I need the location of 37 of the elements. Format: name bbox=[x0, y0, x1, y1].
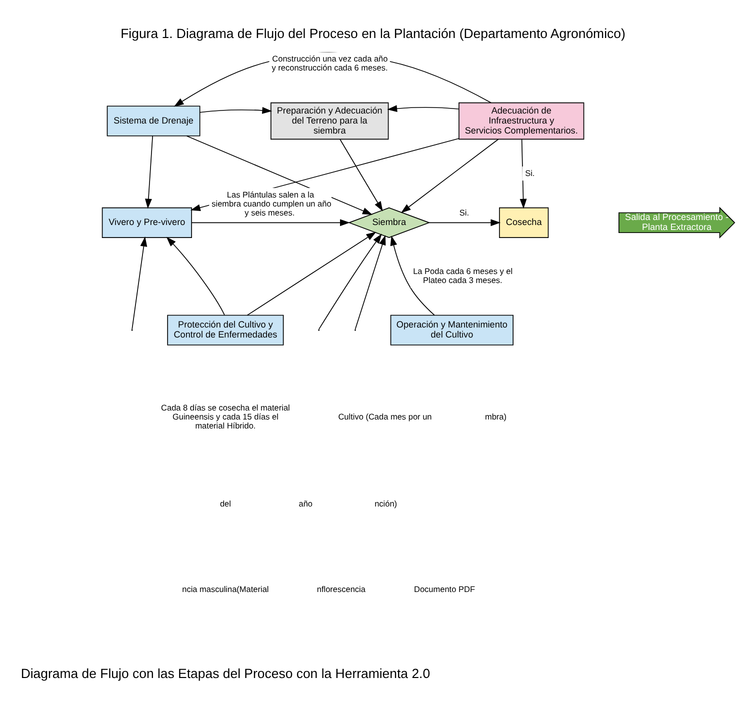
edge-label: Construcción una vez cada año y reconstrucción cada 6 meses. bbox=[272, 54, 388, 72]
edge-label: La Poda cada 6 meses y el Plateo cada 3 meses. bbox=[413, 266, 513, 285]
arrow bbox=[166, 236, 225, 315]
arrow bbox=[191, 218, 350, 226]
arrow bbox=[387, 104, 460, 112]
label: Cultivo (Cada mes por un bbox=[338, 412, 432, 421]
label: nflorescencia bbox=[316, 584, 366, 594]
edge-label: Si. bbox=[459, 208, 470, 218]
arrow bbox=[428, 218, 501, 226]
node-box: Adecuación de Infraestructura y Servicios Complementarios. bbox=[458, 102, 584, 140]
node-box: Preparación y Adecuación del Terreno para la siembra bbox=[270, 102, 389, 140]
label: año bbox=[298, 499, 313, 508]
edge-label: Las Plántulas salen a la siembra cuando cumplen un año y seis meses. bbox=[212, 190, 332, 218]
node-box: Protección del Cultivo y Control de Enfermedades bbox=[167, 314, 284, 345]
arrow bbox=[318, 231, 382, 330]
arrow bbox=[354, 233, 386, 330]
arrow bbox=[340, 138, 383, 211]
arrow bbox=[145, 135, 154, 208]
arrow bbox=[390, 235, 435, 316]
arrow bbox=[520, 138, 527, 208]
label: Documento PDF bbox=[414, 584, 475, 594]
label: mbra) bbox=[484, 412, 507, 421]
arrow bbox=[246, 231, 376, 316]
diagram-title: Figura 1. Diagrama de Flujo del Proceso en la Plantación (Departamento Agronómico) bbox=[120, 26, 626, 41]
label: Cada 8 días se cosecha el material Guineensis y cada 15 días el material Híbrido. bbox=[161, 402, 290, 430]
label: nción) bbox=[374, 499, 398, 508]
caption: Diagrama de Flujo con las Etapas del Proceso con la Herramienta 2.0 bbox=[20, 665, 430, 680]
node-box: Sistema de Drenaje bbox=[106, 105, 200, 136]
node-box: Operación y Mantenimiento del Cultivo bbox=[390, 314, 514, 345]
arrow bbox=[400, 138, 499, 212]
node-box: Vivero y Pre-vivero bbox=[102, 206, 192, 238]
node-box: Cosecha bbox=[499, 206, 549, 238]
arrow bbox=[132, 236, 148, 330]
arrow bbox=[200, 106, 272, 114]
label: ncia masculina(Material bbox=[182, 584, 269, 594]
edge-label: Si. bbox=[525, 168, 535, 178]
label: del bbox=[220, 499, 231, 508]
